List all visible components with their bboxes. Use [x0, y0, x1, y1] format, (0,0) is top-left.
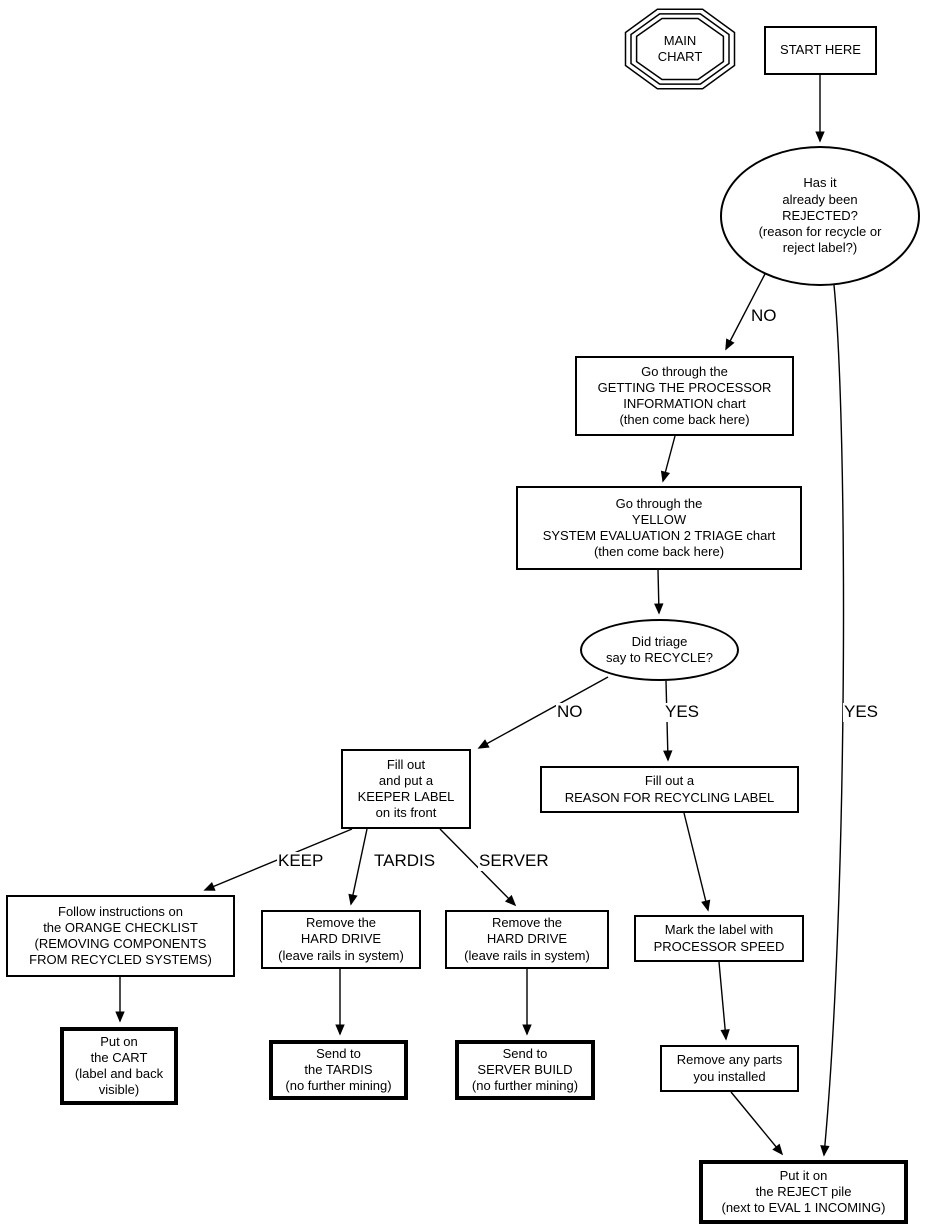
node-recycling-label: Fill out a REASON FOR RECYCLING LABEL	[540, 766, 799, 813]
edge-info-to-triage	[660, 435, 676, 483]
node-orange-checklist: Follow instructions on the ORANGE CHECKL…	[6, 895, 235, 977]
edge-rejected-yes	[820, 284, 845, 1157]
node-remove-any-parts: Remove any parts you installed	[660, 1045, 799, 1092]
edge-reason-to-mark	[683, 812, 711, 912]
node-processor-info-chart: Go through the GETTING THE PROCESSOR INF…	[575, 356, 794, 436]
edge-parts-to-reject	[730, 1091, 784, 1156]
edge-label-yes-rejected: YES	[843, 702, 880, 722]
node-start-here: START HERE	[764, 26, 877, 75]
main-chart-label: MAIN CHART	[657, 32, 703, 64]
node-put-on-cart: Put on the CART (label and back visible)	[60, 1027, 178, 1105]
node-remove-hd-server: Remove the HARD DRIVE (leave rails in sy…	[445, 910, 609, 969]
node-reject-pile: Put it on the REJECT pile (next to EVAL …	[699, 1160, 908, 1224]
node-main-chart: MAIN CHART	[618, 3, 742, 95]
node-triage-chart: Go through the YELLOW SYSTEM EVALUATION …	[516, 486, 802, 570]
edge-keeper-tardis	[348, 828, 368, 906]
edge-label-keep: KEEP	[277, 851, 325, 871]
node-send-to-tardis: Send to the TARDIS (no further mining)	[269, 1040, 408, 1100]
edge-label-server: SERVER	[478, 851, 550, 871]
node-rejected-question: Has it already been REJECTED? (reason fo…	[720, 146, 920, 286]
edge-label-no-triage: NO	[556, 702, 584, 722]
edge-label-tardis: TARDIS	[373, 851, 437, 871]
node-keeper-label: Fill out and put a KEEPER LABEL on its f…	[341, 749, 471, 829]
octagon-icon	[624, 8, 736, 90]
node-remove-hd-tardis: Remove the HARD DRIVE (leave rails in sy…	[261, 910, 421, 969]
node-send-to-server-build: Send to SERVER BUILD (no further mining)	[455, 1040, 595, 1100]
node-triage-question: Did triage say to RECYCLE?	[580, 619, 739, 681]
edge-question-no	[477, 676, 609, 749]
edge-triage-to-question	[654, 569, 664, 615]
edge-label-yes-triage: YES	[664, 702, 701, 722]
edge-mark-to-parts	[718, 961, 730, 1041]
node-mark-processor-speed: Mark the label with PROCESSOR SPEED	[634, 915, 804, 962]
edge-label-no-rejected: NO	[750, 306, 778, 326]
